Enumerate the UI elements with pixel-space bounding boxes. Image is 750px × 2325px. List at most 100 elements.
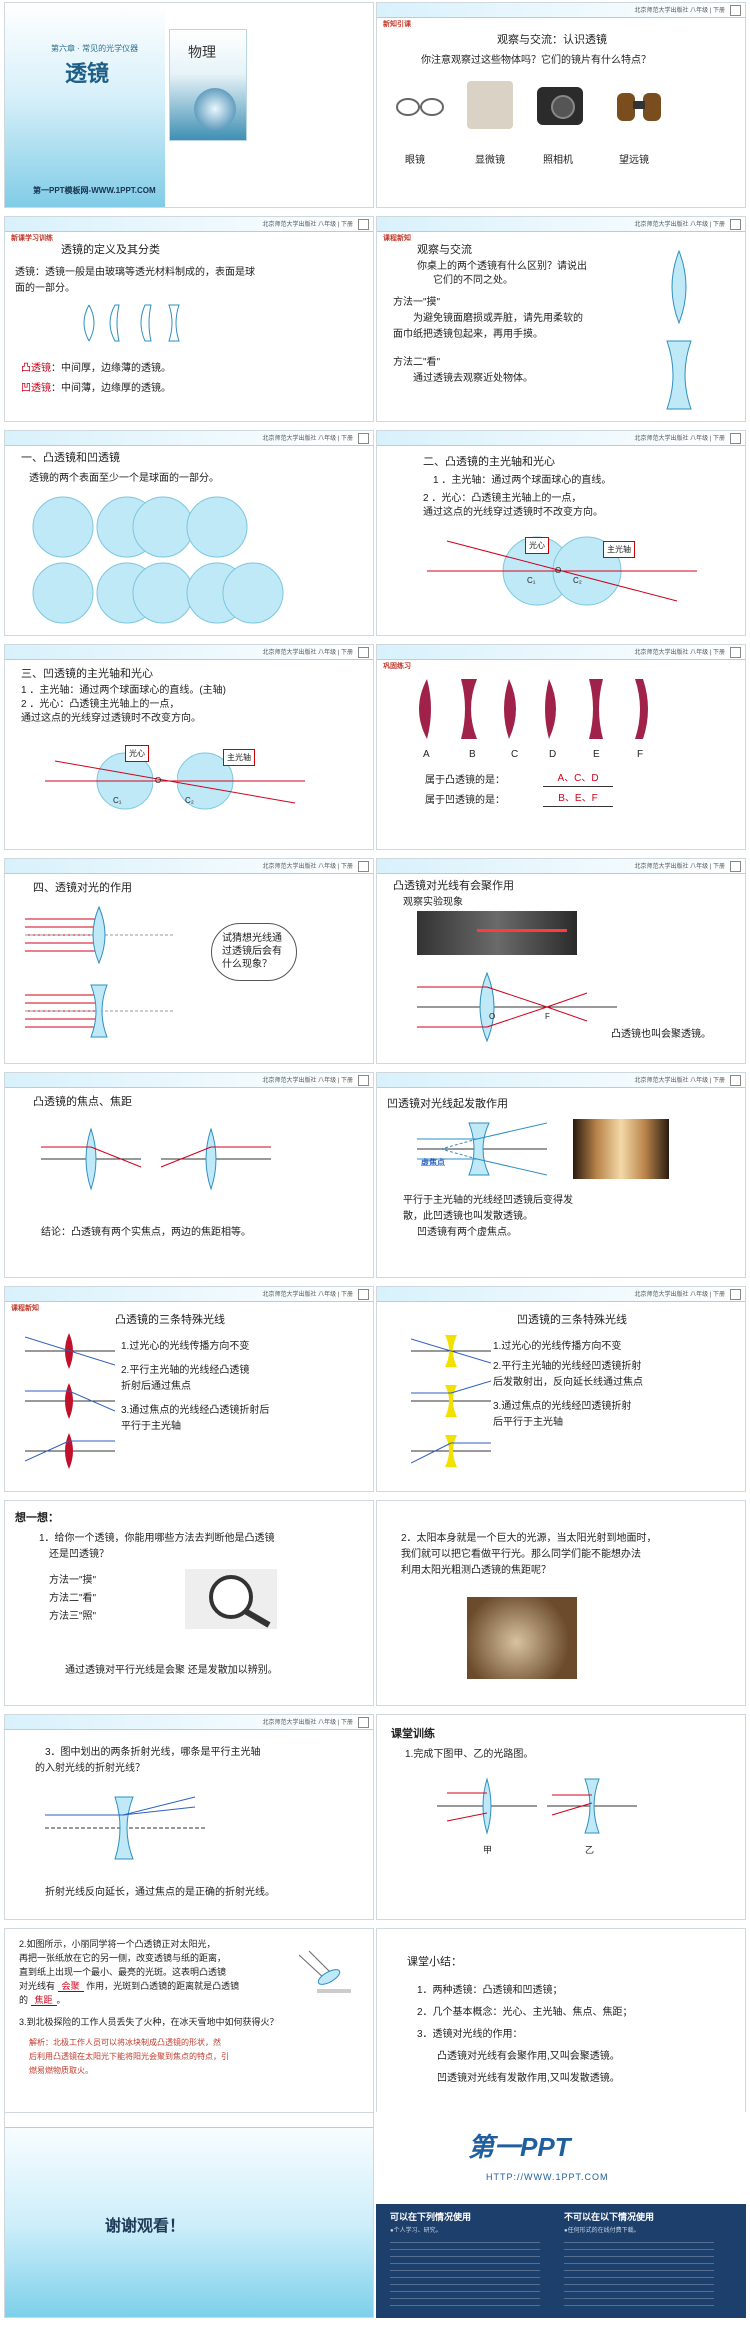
slide-topbar: 北京师范大学出版社 八年级 | 下册 xyxy=(377,3,745,18)
concave-axis-figure xyxy=(45,752,305,810)
magnifier-image xyxy=(185,1569,277,1629)
menu-box-icon[interactable] xyxy=(730,861,741,872)
answer: 折射光线反向延长，通过焦点的是正确的折射光线。 xyxy=(45,1887,275,1898)
slide-20-summary[interactable]: 课堂小结： 1．两种透镜：凸透镜和凹透镜； 2．几个基本概念：光心、主光轴、焦点… xyxy=(376,1928,746,2134)
f-label: F xyxy=(545,1012,550,1021)
slide-10-convex-converge[interactable]: 北京师范大学出版社 八年级 | 下册 凸透镜对光线有会聚作用 观察实验现象 O … xyxy=(376,858,746,1064)
slide-2-observe[interactable]: 北京师范大学出版社 八年级 | 下册 新知引课 观察与交流：认识透镜 你注意观察… xyxy=(376,2,746,208)
concave-answer: B、E、F xyxy=(543,791,613,807)
summary-line: 3．透镜对光线的作用： xyxy=(417,2029,523,2040)
slide-heading: 凸透镜对光线有会聚作用 xyxy=(393,880,514,892)
question-line: 3．图中划出的两条折射光线，哪条是平行主光轴 xyxy=(45,1747,261,1758)
slide-tag: 巩固练习 xyxy=(383,663,411,670)
slide-tag: 新知引课 xyxy=(383,21,411,28)
slide-topbar: 北京师范大学出版社 八年级 | 下册 xyxy=(377,859,745,874)
slide-heading: 四、透镜对光的作用 xyxy=(33,882,132,894)
question-line: 1．给你一个透镜，你能用哪些方法去判断他是凸透镜 xyxy=(39,1533,275,1544)
rule-three: 平行于主光轴 xyxy=(121,1421,181,1432)
menu-box-icon[interactable] xyxy=(358,647,369,658)
method-look: 方法二"看" xyxy=(49,1593,97,1604)
slide-11-focus[interactable]: 北京师范大学出版社 八年级 | 下册 凸透镜的焦点、焦距 结论：凸透镜有两个实焦… xyxy=(4,1072,374,1278)
convex-text: ：中间厚，边缘薄的透镜。 xyxy=(51,363,171,374)
option-letter: D xyxy=(549,749,557,760)
convex-question: 属于凸透镜的是： xyxy=(425,775,505,786)
thanks-text: 谢谢观看！ xyxy=(105,2218,186,2235)
slide-heading: 观察与交流 xyxy=(417,244,472,256)
exercise-text: 的 xyxy=(19,1995,29,2005)
textbook-cover: 物理 xyxy=(169,29,247,141)
question-line: 它们的不同之处。 xyxy=(433,275,513,286)
menu-box-icon[interactable] xyxy=(358,433,369,444)
answer: 通过透镜对平行光线是会聚 还是发散加以辨别。 xyxy=(65,1665,278,1676)
right-note: ●任何形式的在线付费下载。 xyxy=(564,2228,640,2234)
slide-5-lens-types[interactable]: 北京师范大学出版社 八年级 | 下册 一、凸透镜和凹透镜 透镜的两个表面至少一个… xyxy=(4,430,374,636)
diverging-rays-figure xyxy=(417,1122,547,1176)
menu-box-icon[interactable] xyxy=(730,433,741,444)
slide-9-light-effect[interactable]: 北京师范大学出版社 八年级 | 下册 四、透镜对光的作用 试猜想光线通过透镜后会… xyxy=(4,858,374,1064)
option-letter: B xyxy=(469,749,476,760)
menu-box-icon[interactable] xyxy=(730,1289,741,1300)
slide-topbar: 北京师范大学出版社 八年级 | 下册 xyxy=(5,859,373,874)
exercise-line: 3.到北极探险的工作人员丢失了火种，在冰天雪地中如何获得火？ xyxy=(19,2017,279,2027)
publisher-line: 北京师范大学出版社 八年级 | 下册 xyxy=(262,864,353,870)
right-link-list[interactable] xyxy=(564,2242,714,2312)
promo-url[interactable]: HTTP://WWW.1PPT.COM xyxy=(486,2172,609,2182)
rule-two: 2.平行主光轴的光线经凸透镜 xyxy=(121,1365,250,1376)
sphere-intersections-figure xyxy=(32,496,284,624)
menu-box-icon[interactable] xyxy=(358,1717,369,1728)
slide-13-convex-rays[interactable]: 北京师范大学出版社 八年级 | 下册 课程新知 凸透镜的三条特殊光线 1.过光心… xyxy=(4,1286,374,1492)
slide-6-convex-axis[interactable]: 北京师范大学出版社 八年级 | 下册 二、凸透镜的主光轴和光心 1 ．主光轴：通… xyxy=(376,430,746,636)
menu-box-icon[interactable] xyxy=(730,1075,741,1086)
slide-4-compare[interactable]: 北京师范大学出版社 八年级 | 下册 课程新知 观察与交流 你桌上的两个透镜有什… xyxy=(376,216,746,422)
slide-16-sunlight[interactable]: 2．太阳本身就是一个巨大的光源，当太阳光射到地面时， 我们就可以把它看做平行光。… xyxy=(376,1500,746,1706)
slide-17-refraction-question[interactable]: 北京师范大学出版社 八年级 | 下册 3．图中划出的两条折射光线，哪条是平行主光… xyxy=(4,1714,374,1920)
menu-box-icon[interactable] xyxy=(730,647,741,658)
center-label-box: 光心 xyxy=(525,537,549,554)
explanation-line: 燃易燃物质取火。 xyxy=(29,2066,93,2075)
menu-box-icon[interactable] xyxy=(358,1075,369,1086)
menu-box-icon[interactable] xyxy=(358,1289,369,1300)
menu-box-icon[interactable] xyxy=(730,5,741,16)
exercise-text: 对光线有 xyxy=(19,1981,56,1991)
menu-box-icon[interactable] xyxy=(730,219,741,230)
slide-tag: 新课学习训练 xyxy=(11,235,53,242)
left-link-list[interactable] xyxy=(390,2242,540,2312)
slide-heading: 凸透镜的焦点、焦距 xyxy=(33,1096,132,1108)
focal-length-figure xyxy=(41,1127,271,1191)
menu-box-icon[interactable] xyxy=(358,861,369,872)
slide-14-concave-rays[interactable]: 北京师范大学出版社 八年级 | 下册 凹透镜的三条特殊光线 1.过光心的光线传播… xyxy=(376,1286,746,1492)
slide-19-exercises[interactable]: 2.如图所示，小丽同学将一个凸透镜正对太阳光， 再把一张纸放在它的另一侧，改变透… xyxy=(4,1928,374,2134)
convex-axis-figure xyxy=(427,536,697,606)
slide-7-concave-axis[interactable]: 北京师范大学出版社 八年级 | 下册 三、凹透镜的主光轴和光心 1 ．主光轴：通… xyxy=(4,644,374,850)
blank-answer: 会聚 xyxy=(57,1981,84,1992)
definition-line: 面的一部分。 xyxy=(15,283,75,294)
slide-1-cover[interactable]: 第六章 · 常见的光学仪器 透镜 第一PPT模板网-WWW.1PPT.COM 物… xyxy=(4,2,374,208)
publisher-line: 北京师范大学出版社 八年级 | 下册 xyxy=(634,8,725,14)
slide-22-promo[interactable]: 第一PPT HTTP://WWW.1PPT.COM 可以在下列情况使用 不可以在… xyxy=(376,2112,746,2318)
converging-rays-figure xyxy=(417,971,617,1043)
publisher-line: 北京师范大学出版社 八年级 | 下册 xyxy=(634,1292,725,1298)
explanation-line: 解析：北极工作人员可以将冰块制成凸透镜的形状，然 xyxy=(29,2038,221,2047)
slide-topbar: 北京师范大学出版社 八年级 | 下册 xyxy=(5,1715,373,1730)
slide-12-concave-diverge[interactable]: 北京师范大学出版社 八年级 | 下册 凹透镜对光线起发散作用 虚焦点 平行于主光… xyxy=(376,1072,746,1278)
slide-tag: 课程新知 xyxy=(383,235,411,242)
slide-15-think[interactable]: 想一想： 1．给你一个透镜，你能用哪些方法去判断他是凸透镜 还是凹透镜？ 方法一… xyxy=(4,1500,374,1706)
center-definition: 通过这点的光线穿过透镜时不改变方向。 xyxy=(423,507,603,518)
virtual-focus-label: 虚焦点 xyxy=(421,1158,445,1167)
slide-21-thanks[interactable]: 谢谢观看！ xyxy=(4,2112,374,2318)
slide-8-practice[interactable]: 北京师范大学出版社 八年级 | 下册 巩固练习 A B C D E F 属于凸透… xyxy=(376,644,746,850)
divergence-photo xyxy=(573,1119,669,1179)
slide-18-training[interactable]: 课堂训练 1.完成下图甲、乙的光路图。 甲 乙 xyxy=(376,1714,746,1920)
telescope-image xyxy=(613,85,667,127)
menu-box-icon[interactable] xyxy=(358,219,369,230)
slide-topbar: 北京师范大学出版社 八年级 | 下册 xyxy=(5,217,373,232)
slide-topbar: 北京师范大学出版社 八年级 | 下册 xyxy=(377,217,745,232)
slide-heading: 透镜的定义及其分类 xyxy=(61,244,160,256)
exercise-line: 再把一张纸放在它的另一侧，改变透镜与纸的距离， xyxy=(19,1953,227,1963)
blank-answer: 焦距 xyxy=(30,1995,57,2006)
slide-topbar: 北京师范大学出版社 八年级 | 下册 xyxy=(5,645,373,660)
slide-3-definition[interactable]: 北京师范大学出版社 八年级 | 下册 新课学习训练 透镜的定义及其分类 透镜：透… xyxy=(4,216,374,422)
slide-topbar: 北京师范大学出版社 八年级 | 下册 xyxy=(377,645,745,660)
method-two: 方法二"看" xyxy=(393,357,441,368)
book-title: 物理 xyxy=(188,45,216,61)
